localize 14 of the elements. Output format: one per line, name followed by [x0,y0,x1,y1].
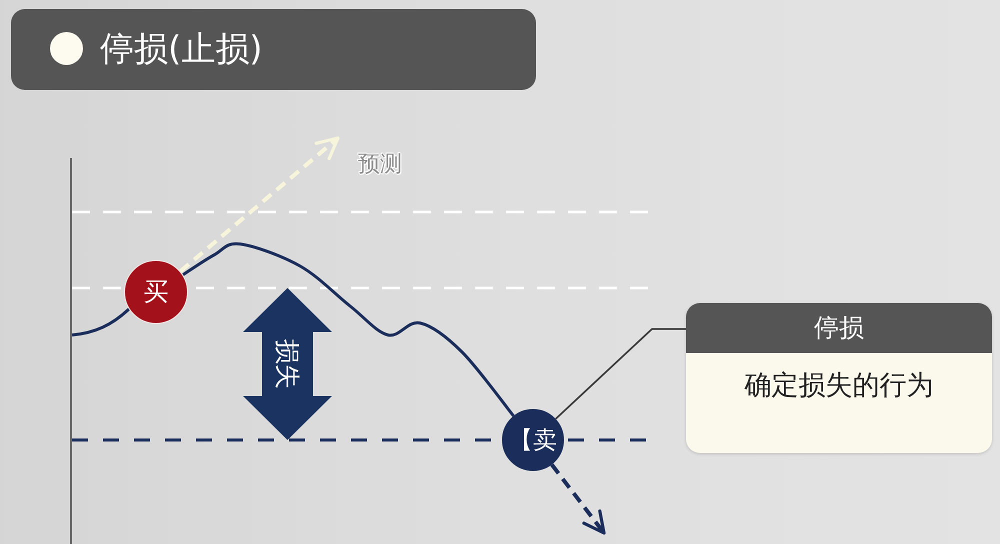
leader-line [555,328,686,420]
callout-header: 停损 [686,303,992,353]
double-arrow [243,288,332,440]
callout-text: 确定损失的行为 [744,369,934,403]
arrow-label: 损失 [275,339,300,389]
title-text: 停损(止损) [100,28,263,70]
edge-label: 预测 [358,151,402,179]
falling-arrow [550,463,606,535]
circle-label: 买 [144,278,168,306]
forecast-arrow [179,136,340,273]
sell-circle [502,409,564,471]
price-curve [182,242,515,417]
circle-label: 【卖 [509,426,557,454]
callout-card [686,303,992,453]
